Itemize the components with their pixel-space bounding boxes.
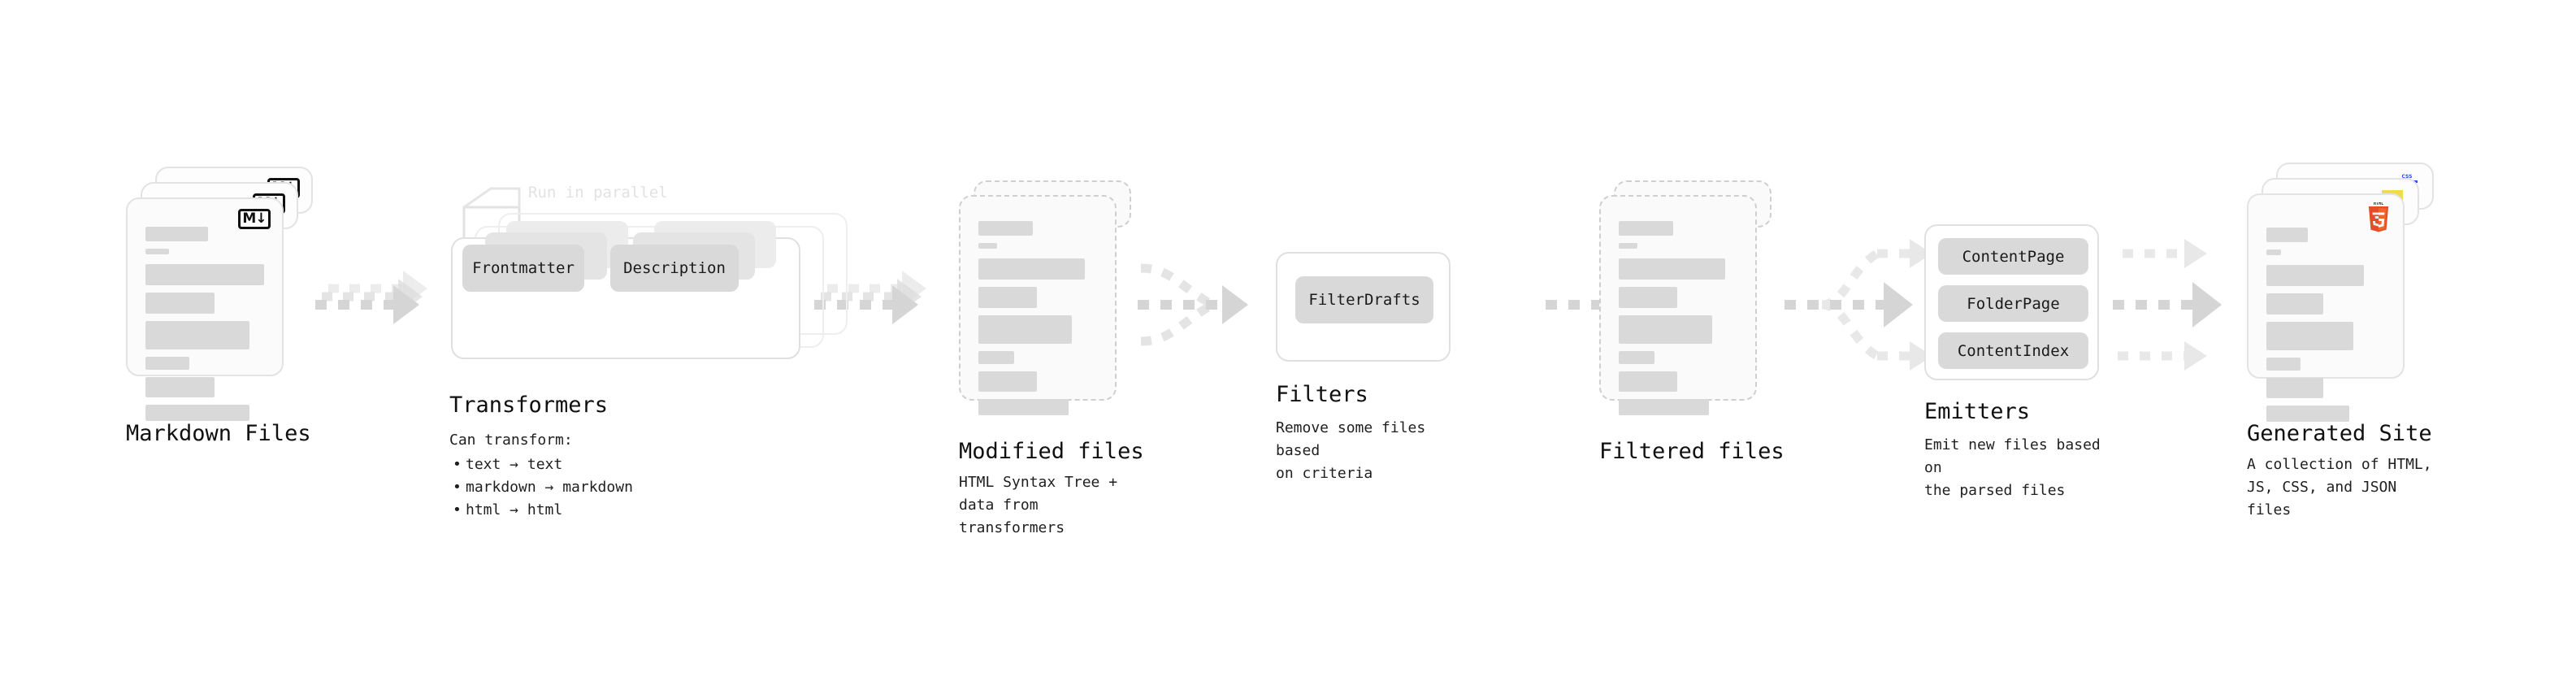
filterdrafts-chip[interactable]: FilterDrafts	[1295, 276, 1433, 323]
html5-icon: HTML	[2365, 202, 2392, 236]
content-bar	[1619, 243, 1638, 249]
emitters-box[interactable]: ContentPage FolderPage ContentIndex	[1924, 224, 2099, 380]
site-card-content	[2249, 195, 2403, 422]
emitters-group[interactable]: ContentPage FolderPage ContentIndex	[1924, 224, 2111, 387]
content-bar	[1619, 258, 1726, 280]
stage-subtitle-modified-files: HTML Syntax Tree + data from transformer…	[959, 474, 1118, 536]
content-bar	[1619, 371, 1677, 392]
transformers-capability-list: text → text markdown → markdown html → h…	[449, 453, 633, 522]
content-bar	[2266, 228, 2309, 242]
stage-title-generated-site: Generated Site	[2247, 421, 2432, 446]
content-bar	[978, 258, 1086, 280]
connector-md-to-transformers	[315, 271, 427, 324]
list-item: html → html	[453, 499, 633, 522]
content-bar	[2266, 322, 2353, 350]
filtered-card-front[interactable]	[1599, 195, 1757, 415]
stage-emitters: ContentPage FolderPage ContentIndex Emit…	[1924, 224, 2111, 499]
filters-box[interactable]: FilterDrafts	[1276, 252, 1451, 362]
stage-filtered-files: Filtered files	[1599, 180, 1786, 464]
content-bar	[2266, 249, 2281, 255]
folderpage-chip-label: FolderPage	[1967, 294, 2060, 313]
stage-modified-files: Modified files HTML Syntax Tree + data f…	[959, 180, 1146, 536]
content-bar	[978, 243, 998, 249]
content-bar	[2266, 265, 2364, 286]
content-bar	[2266, 406, 2350, 422]
content-bar	[1619, 287, 1677, 308]
stage-subtitle-generated-site: A collection of HTML, JS, CSS, and JSON …	[2247, 456, 2432, 518]
content-bar	[1619, 221, 1674, 236]
content-bar	[978, 399, 1069, 415]
stage-title-markdown-files: Markdown Files	[126, 421, 311, 446]
css-badge-label: CSS	[2401, 174, 2413, 180]
transformers-capabilities-lead: Can transform:	[449, 432, 573, 449]
folderpage-chip[interactable]: FolderPage	[1938, 285, 2088, 322]
content-bar	[145, 405, 250, 421]
stage-subtitle-emitters: Emit new files based on the parsed files	[1924, 436, 2101, 499]
transformers-box-front[interactable]: Frontmatter Description	[451, 221, 800, 359]
stage-title-filtered-files: Filtered files	[1599, 439, 1785, 464]
modified-card-front[interactable]	[959, 195, 1117, 415]
content-bar	[145, 264, 264, 285]
markdown-file-stack[interactable]: M↓ M↓ M↓	[126, 167, 313, 427]
markdown-badge-letter-front: M	[242, 210, 256, 227]
stage-markdown-files: M↓ M↓ M↓	[126, 167, 313, 446]
filterdrafts-chip-label: FilterDrafts	[1308, 291, 1420, 309]
content-bar	[1619, 399, 1709, 415]
stage-subtitle-filters: Remove some files based on criteria	[1276, 419, 1426, 482]
content-bar	[1619, 315, 1713, 344]
markdown-card-content	[128, 199, 282, 421]
stage-title-modified-files: Modified files	[959, 439, 1144, 464]
content-bar	[145, 227, 209, 241]
frontmatter-chip-label: Frontmatter	[472, 259, 575, 277]
modified-file-stack[interactable]	[959, 180, 1146, 440]
content-bar	[2266, 378, 2324, 398]
site-card-front[interactable]: HTML	[2247, 193, 2405, 422]
contentindex-chip-label: ContentIndex	[1957, 341, 2070, 360]
run-in-parallel-label: Run in parallel	[528, 184, 668, 202]
stage-title-transformers: Transformers	[449, 393, 609, 418]
markdown-card-front[interactable]: M↓	[126, 197, 284, 421]
stage-filters: FilterDrafts Filters Remove some files b…	[1276, 252, 1455, 482]
modified-card-content	[961, 197, 1115, 415]
description-chip-label: Description	[623, 259, 726, 277]
content-bar	[978, 287, 1037, 308]
connector-modified-to-filters	[1138, 263, 1248, 346]
content-bar	[145, 377, 215, 397]
content-bar	[978, 351, 1014, 364]
description-chip[interactable]: Description	[610, 245, 739, 292]
generated-site-file-stack[interactable]: CSS HTML	[2247, 163, 2442, 431]
content-bar	[145, 249, 170, 254]
stage-title-emitters: Emitters	[1924, 399, 2031, 424]
contentpage-chip[interactable]: ContentPage	[1938, 238, 2088, 275]
transformers-capabilities: Can transform: text → text markdown → ma…	[449, 429, 633, 522]
filtered-card-content	[1601, 197, 1755, 415]
filtered-file-stack[interactable]	[1599, 180, 1786, 440]
stage-transformers: Run in parallel Frontmatter Description …	[449, 184, 857, 521]
content-bar	[1619, 351, 1654, 364]
markdown-icon: M↓	[238, 209, 271, 229]
content-bar	[978, 221, 1034, 236]
content-bar	[978, 315, 1073, 344]
content-bar	[2266, 293, 2324, 314]
transformers-group-stack[interactable]: Frontmatter Description	[451, 185, 857, 359]
frontmatter-chip[interactable]: Frontmatter	[462, 245, 584, 292]
filters-group[interactable]: FilterDrafts	[1276, 252, 1455, 362]
content-bar	[978, 371, 1037, 392]
list-item: markdown → markdown	[453, 476, 633, 499]
content-bar	[2266, 358, 2301, 371]
connector-emitters-to-site	[2113, 239, 2222, 371]
markdown-badge-arrow-front: ↓	[255, 210, 267, 227]
content-bar	[145, 357, 190, 370]
contentindex-chip[interactable]: ContentIndex	[1938, 332, 2088, 369]
stage-title-filters: Filters	[1276, 382, 1368, 407]
contentpage-chip-label: ContentPage	[1962, 247, 2065, 266]
connector-filtered-to-emitters	[1785, 239, 1932, 371]
content-bar	[145, 321, 250, 349]
stage-generated-site: CSS HTML	[2247, 163, 2442, 518]
content-bar	[145, 293, 215, 314]
svg-text:HTML: HTML	[2374, 202, 2383, 206]
list-item: text → text	[453, 453, 633, 476]
